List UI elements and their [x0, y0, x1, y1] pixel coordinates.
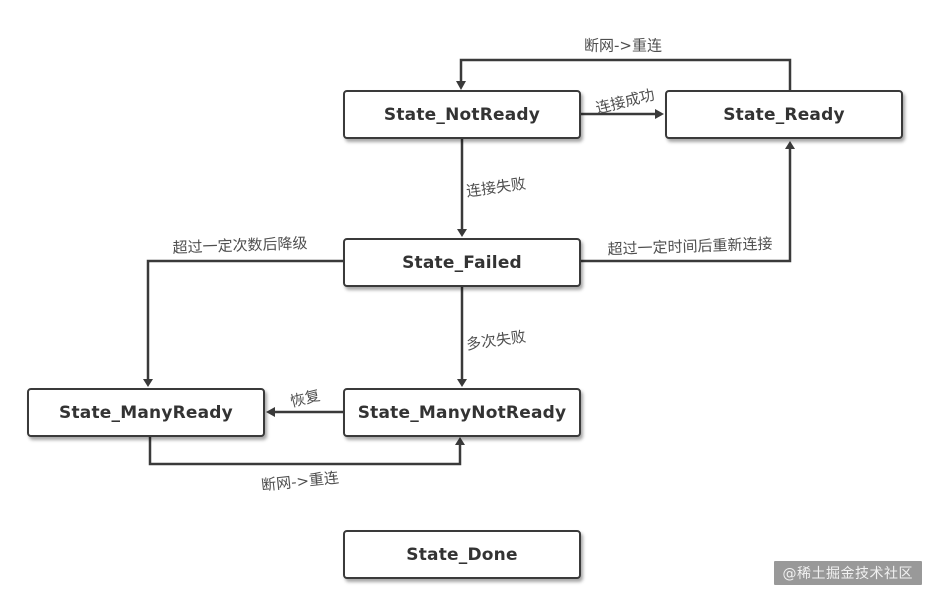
state-node-manynotready-label: State_ManyNotReady — [357, 402, 567, 423]
arrowhead-into-manynotready-top — [457, 379, 467, 387]
arrowhead-into-manyready-top — [143, 379, 153, 387]
state-node-failed-label: State_Failed — [402, 252, 522, 273]
edge-failed-to-ready — [581, 148, 792, 263]
state-node-notready-label: State_NotReady — [383, 104, 541, 125]
edge-label-ready-to-notready: 断网->重连 — [584, 36, 662, 55]
arrowhead-into-failed — [457, 229, 467, 237]
edge-ready-to-notready — [459, 58, 792, 90]
arrowhead-into-manynotready-bottom — [455, 437, 465, 445]
state-node-ready-label: State_Ready — [723, 104, 845, 125]
state-node-manyready-label: State_ManyReady — [59, 402, 233, 423]
state-node-ready: State_Ready — [665, 90, 903, 139]
arrowhead-into-manyready-right — [266, 407, 275, 417]
state-node-done: State_Done — [343, 530, 581, 579]
state-node-manynotready: State_ManyNotReady — [343, 388, 581, 437]
arrowhead-into-ready-left — [655, 109, 664, 119]
edge-failed-to-manyready — [146, 259, 343, 380]
state-node-failed: State_Failed — [343, 238, 581, 287]
state-node-manyready: State_ManyReady — [27, 388, 265, 437]
arrowhead-into-ready-bottom — [785, 141, 795, 149]
arrowhead-into-notready — [456, 81, 466, 90]
watermark-text: @稀土掘金技术社区 — [782, 566, 913, 582]
watermark-badge: @稀土掘金技术社区 — [773, 561, 922, 585]
edge-manyready-to-manynotready — [148, 436, 462, 466]
state-node-done-label: State_Done — [406, 544, 518, 565]
state-node-notready: State_NotReady — [343, 90, 581, 139]
